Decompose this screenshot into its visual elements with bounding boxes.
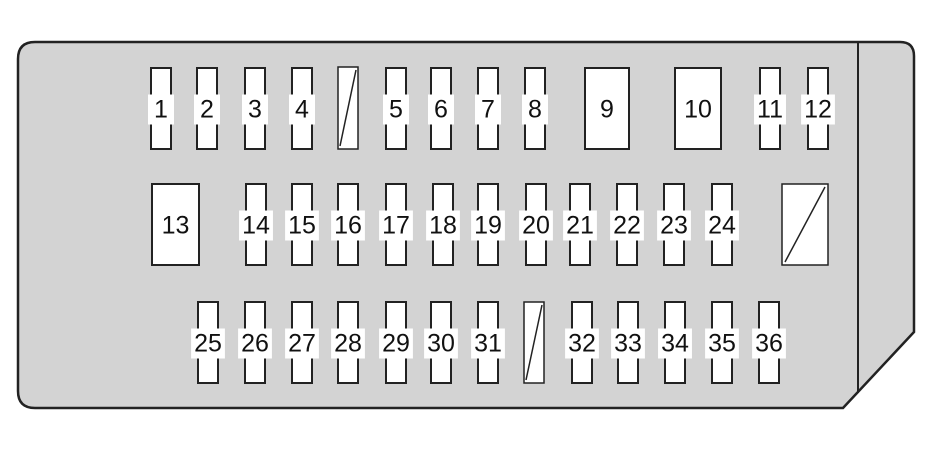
fuse-label-background — [331, 210, 365, 241]
fuse-label: 19 — [474, 212, 502, 240]
fuse-label-background — [658, 328, 692, 359]
fuse-label: 1 — [154, 96, 168, 124]
fuse-label: 20 — [522, 212, 550, 240]
large-fuse — [674, 67, 722, 150]
fuse-label-background — [471, 328, 505, 359]
fuse-label: 11 — [757, 96, 783, 124]
fuse-label: 18 — [429, 212, 457, 240]
fuse-label-background — [426, 210, 460, 241]
fuse-label-background — [379, 328, 413, 359]
fuse-label: 30 — [427, 330, 455, 358]
fuse-label: 29 — [382, 330, 410, 358]
fuse-label: 13 — [162, 212, 190, 240]
fuse-label: 31 — [474, 330, 502, 358]
fuse-label-background — [379, 210, 413, 241]
fuse-label-background — [289, 94, 315, 125]
large-fuse — [151, 183, 200, 266]
fuse-label: 36 — [755, 330, 783, 358]
fuse-label-background — [424, 328, 458, 359]
fuse-label: 28 — [334, 330, 362, 358]
fuse-label: 17 — [382, 212, 410, 240]
fuse-label: 8 — [528, 96, 542, 124]
fuse-label-background — [285, 210, 319, 241]
fuse-label: 4 — [295, 96, 309, 124]
fuse-label-background — [471, 210, 505, 241]
fuse-label-background — [331, 328, 365, 359]
fuse-label: 26 — [241, 330, 269, 358]
fuse-label-background — [754, 94, 786, 125]
fuse-label: 33 — [614, 330, 642, 358]
fuse-label-background — [194, 94, 220, 125]
spare-slot-slash — [784, 186, 826, 263]
fuse-label: 35 — [708, 330, 736, 358]
fuse-label: 14 — [242, 212, 270, 240]
fuse-label-background — [428, 94, 454, 125]
fuse-label-background — [191, 328, 225, 359]
spare-slot-slash — [339, 69, 357, 147]
fuse-label: 32 — [568, 330, 596, 358]
fuse-label-background — [752, 328, 786, 359]
fuse-label: 16 — [334, 212, 362, 240]
large-fuse — [584, 67, 630, 150]
fuse-label: 15 — [288, 212, 316, 240]
fuse-label-background — [522, 94, 548, 125]
fuse-label-background — [610, 210, 644, 241]
fuse-label: 7 — [481, 96, 495, 124]
fuse-label: 21 — [566, 212, 594, 240]
fuse-label-background — [705, 328, 739, 359]
fuse-label-background — [239, 210, 273, 241]
fuse-label: 5 — [389, 96, 403, 124]
fuse-label-background — [705, 210, 739, 241]
fuse-label-background — [657, 210, 691, 241]
fuse-label-background — [475, 94, 501, 125]
fuse-label-background — [285, 328, 319, 359]
fuse-label: 27 — [288, 330, 316, 358]
fuse-label-background — [565, 328, 599, 359]
fuse-label: 25 — [194, 330, 222, 358]
fuse-label-background — [242, 94, 268, 125]
fuse-label-background — [519, 210, 553, 241]
fuse-label-background — [148, 94, 174, 125]
fuse-label-background — [801, 94, 835, 125]
fuse-label-background — [238, 328, 272, 359]
fuse-label-background — [611, 328, 645, 359]
fuse-label: 12 — [804, 96, 832, 124]
spare-slot-slash — [525, 304, 543, 381]
fuse-label: 22 — [613, 212, 641, 240]
fuse-label-background — [563, 210, 597, 241]
fuse-label: 3 — [248, 96, 262, 124]
fuse-label: 24 — [708, 212, 736, 240]
fuse-label: 6 — [434, 96, 448, 124]
fuse-label: 23 — [660, 212, 688, 240]
fuse-label-background — [383, 94, 409, 125]
fuse-label: 10 — [684, 96, 712, 124]
fuse-label: 9 — [600, 96, 614, 124]
fuse-label: 34 — [661, 330, 689, 358]
fuse-label: 2 — [200, 96, 214, 124]
